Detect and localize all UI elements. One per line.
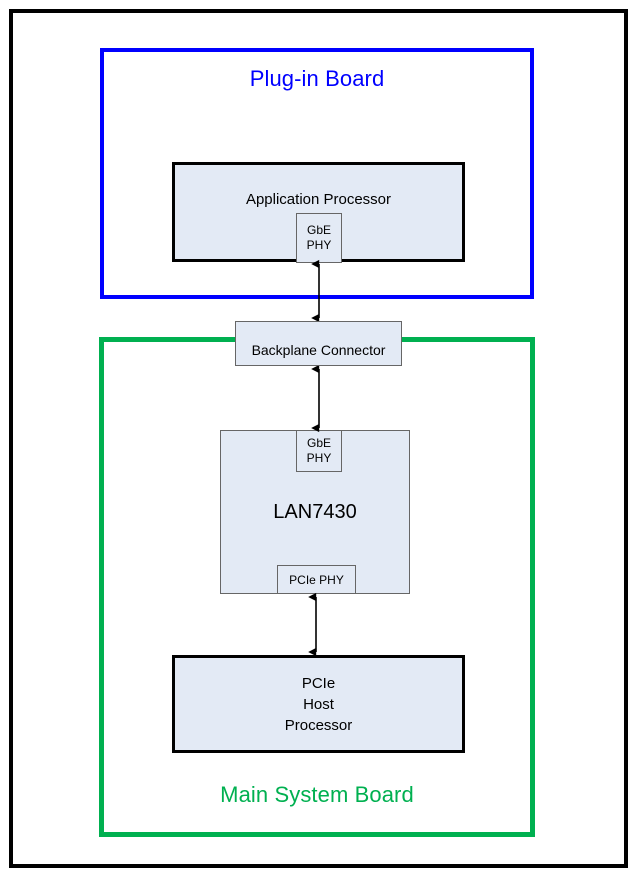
backplane-connector-block[interactable]: Backplane Connector bbox=[235, 321, 402, 366]
pcie-phy-label: PCIe PHY bbox=[289, 572, 344, 587]
application-processor-label: Application Processor bbox=[245, 191, 392, 208]
connector-pcie-to-host bbox=[308, 592, 317, 657]
gbe-phy-plugin-label: GbE PHY bbox=[306, 223, 332, 252]
connector-gbe-to-backplane bbox=[311, 259, 320, 323]
gbe-phy-lan7430-block[interactable]: GbE PHY bbox=[296, 430, 342, 472]
plugin-board-title: Plug-in Board bbox=[249, 66, 385, 91]
gbe-phy-lan7430-label: GbE PHY bbox=[306, 436, 332, 465]
backplane-connector-label: Backplane Connector bbox=[251, 342, 386, 358]
gbe-phy-plugin-block[interactable]: GbE PHY bbox=[296, 213, 342, 263]
pcie-host-processor-label: PCIe Host Processor bbox=[284, 674, 353, 734]
connector-backplane-to-gbe bbox=[311, 364, 320, 433]
pcie-phy-block[interactable]: PCIe PHY bbox=[277, 565, 356, 594]
main-system-board-title: Main System Board bbox=[220, 782, 414, 807]
outer-frame bbox=[9, 9, 628, 868]
pcie-host-processor-block[interactable]: PCIe Host Processor bbox=[172, 655, 465, 753]
lan7430-label: LAN7430 bbox=[273, 500, 357, 523]
